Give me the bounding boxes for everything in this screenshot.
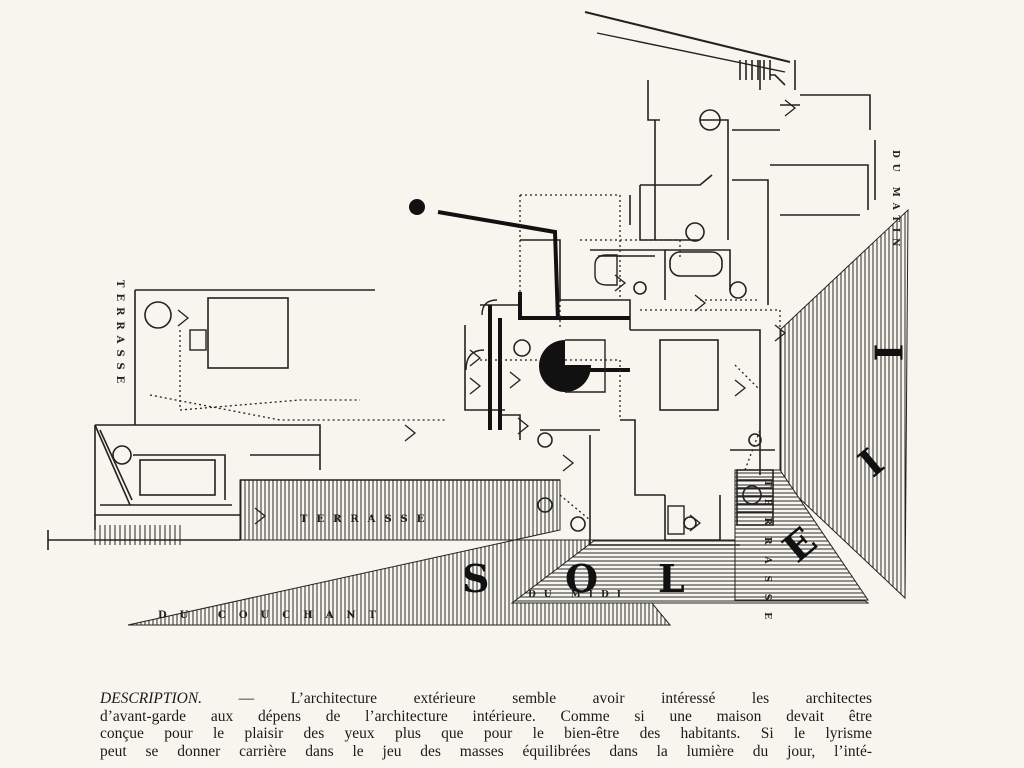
caption-line-4: peut se donner carrière dans le jeu des … [100,742,872,760]
label-terrasse-left: TERRASSE [114,280,125,390]
heavy-walls [437,210,630,430]
fixtures-circles [112,109,762,532]
black-dot [409,199,425,215]
label-terrasse-center: TERRASSE [300,514,434,525]
label-du-couchant: DU COUCHANT [158,610,390,621]
caption-lead: DESCRIPTION. [100,690,203,707]
architectural-floor-plan [47,11,909,626]
caption-line-1: DESCRIPTION. — L’architecture extérieure… [100,690,872,707]
bath-fixtures [189,254,685,535]
walls [47,11,876,550]
description-paragraph: DESCRIPTION. — L’architecture extérieure… [100,690,872,760]
arrow-markers [177,99,797,532]
circulation-paths [149,194,781,521]
left-terrace-hatch [94,525,181,545]
soleil-letter-o: O [565,556,599,601]
soleil-letter-s: S [462,556,490,601]
caption-line-2: d’avant-garde aux dépens de l’architectu… [100,707,872,725]
label-terrasse-right: TERRASSE [762,480,772,632]
label-du-midi: DU MIDI [528,590,629,600]
caption-line-3: conçue pour le plaisir des yeux plus que… [100,725,872,742]
label-du-matin: DU MATIN [890,150,900,253]
soleil-letter-i-upper: I [866,343,912,362]
terrace-matin-hatch [779,208,909,600]
soleil-letter-l: L [658,556,685,601]
central-stair-pie [539,340,592,392]
